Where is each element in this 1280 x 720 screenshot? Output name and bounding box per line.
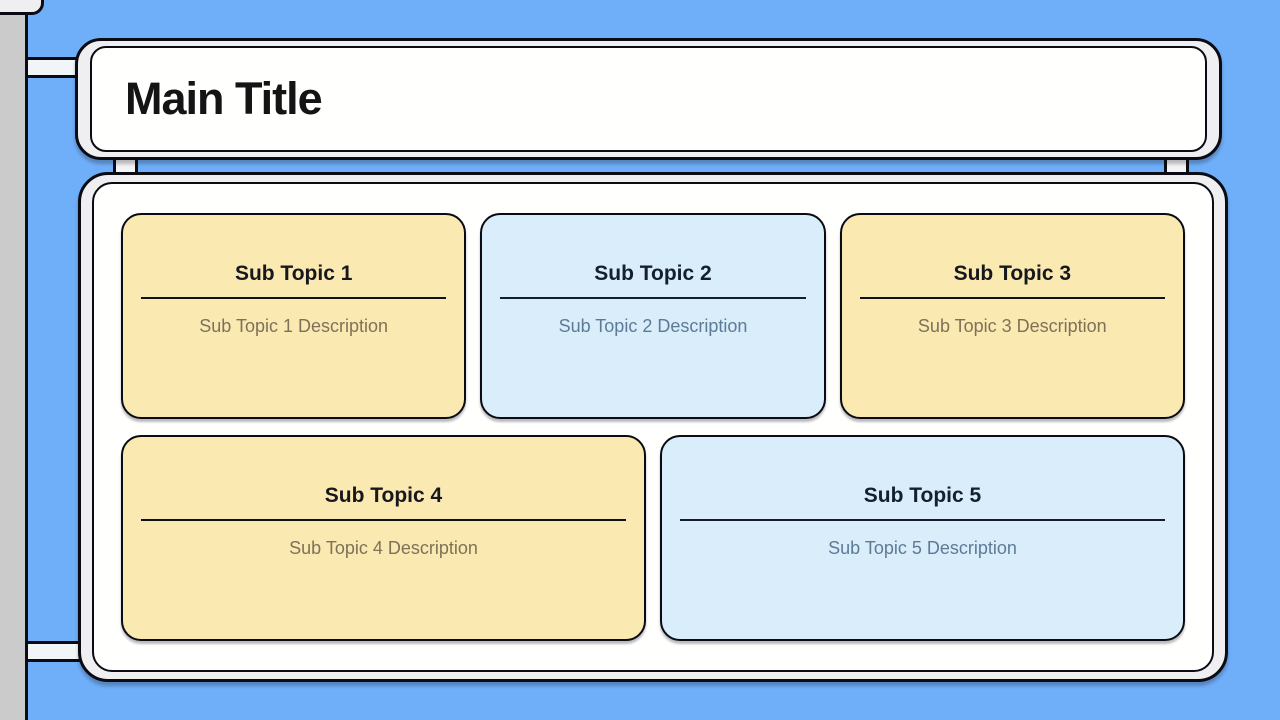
sub-topic-1-divider [141,297,447,299]
sub-topic-1-description: Sub Topic 1 Description [199,316,389,336]
sub-topic-3-description: Sub Topic 3 Description [917,316,1107,336]
sub-topic-3-divider [859,297,1165,299]
sub-topic-3-title: Sub Topic 3 [953,262,1072,285]
sub-topic-2-divider [500,297,806,299]
cards-row-1: Sub Topic 1 Sub Topic 1 Description Sub … [121,213,1185,419]
content-frame: Sub Topic 1 Sub Topic 1 Description Sub … [78,172,1228,682]
cards-grid: Sub Topic 1 Sub Topic 1 Description Sub … [121,213,1185,641]
bottom-connector-bar [28,641,82,662]
content-panel: Sub Topic 1 Sub Topic 1 Description Sub … [92,182,1214,672]
top-connector-bar [28,57,82,78]
sub-topic-2-description: Sub Topic 2 Description [558,316,748,336]
sub-topic-5-divider [680,519,1165,521]
sub-topic-card-2: Sub Topic 2 Sub Topic 2 Description [480,213,826,419]
sub-topic-card-5: Sub Topic 5 Sub Topic 5 Description [660,435,1185,641]
sub-topic-1-title: Sub Topic 1 [234,262,353,285]
sub-topic-card-1: Sub Topic 1 Sub Topic 1 Description [121,213,467,419]
main-title-panel: Main Title [90,46,1207,152]
sub-topic-card-3: Sub Topic 3 Sub Topic 3 Description [839,213,1185,419]
left-edge-top-tab [0,0,44,15]
left-edge-panel [0,0,28,720]
sub-topic-card-4: Sub Topic 4 Sub Topic 4 Description [121,435,646,641]
sub-topic-2-title: Sub Topic 2 [594,262,712,285]
sub-topic-4-description: Sub Topic 4 Description [289,538,478,558]
sub-topic-4-divider [141,519,626,521]
cards-row-2: Sub Topic 4 Sub Topic 4 Description Sub … [121,435,1185,641]
main-title-frame: Main Title [75,38,1222,160]
sub-topic-5-description: Sub Topic 5 Description [828,538,1017,558]
sub-topic-5-title: Sub Topic 5 [863,484,982,507]
sub-topic-4-title: Sub Topic 4 [324,484,443,507]
page-title: Main Title [125,73,323,124]
